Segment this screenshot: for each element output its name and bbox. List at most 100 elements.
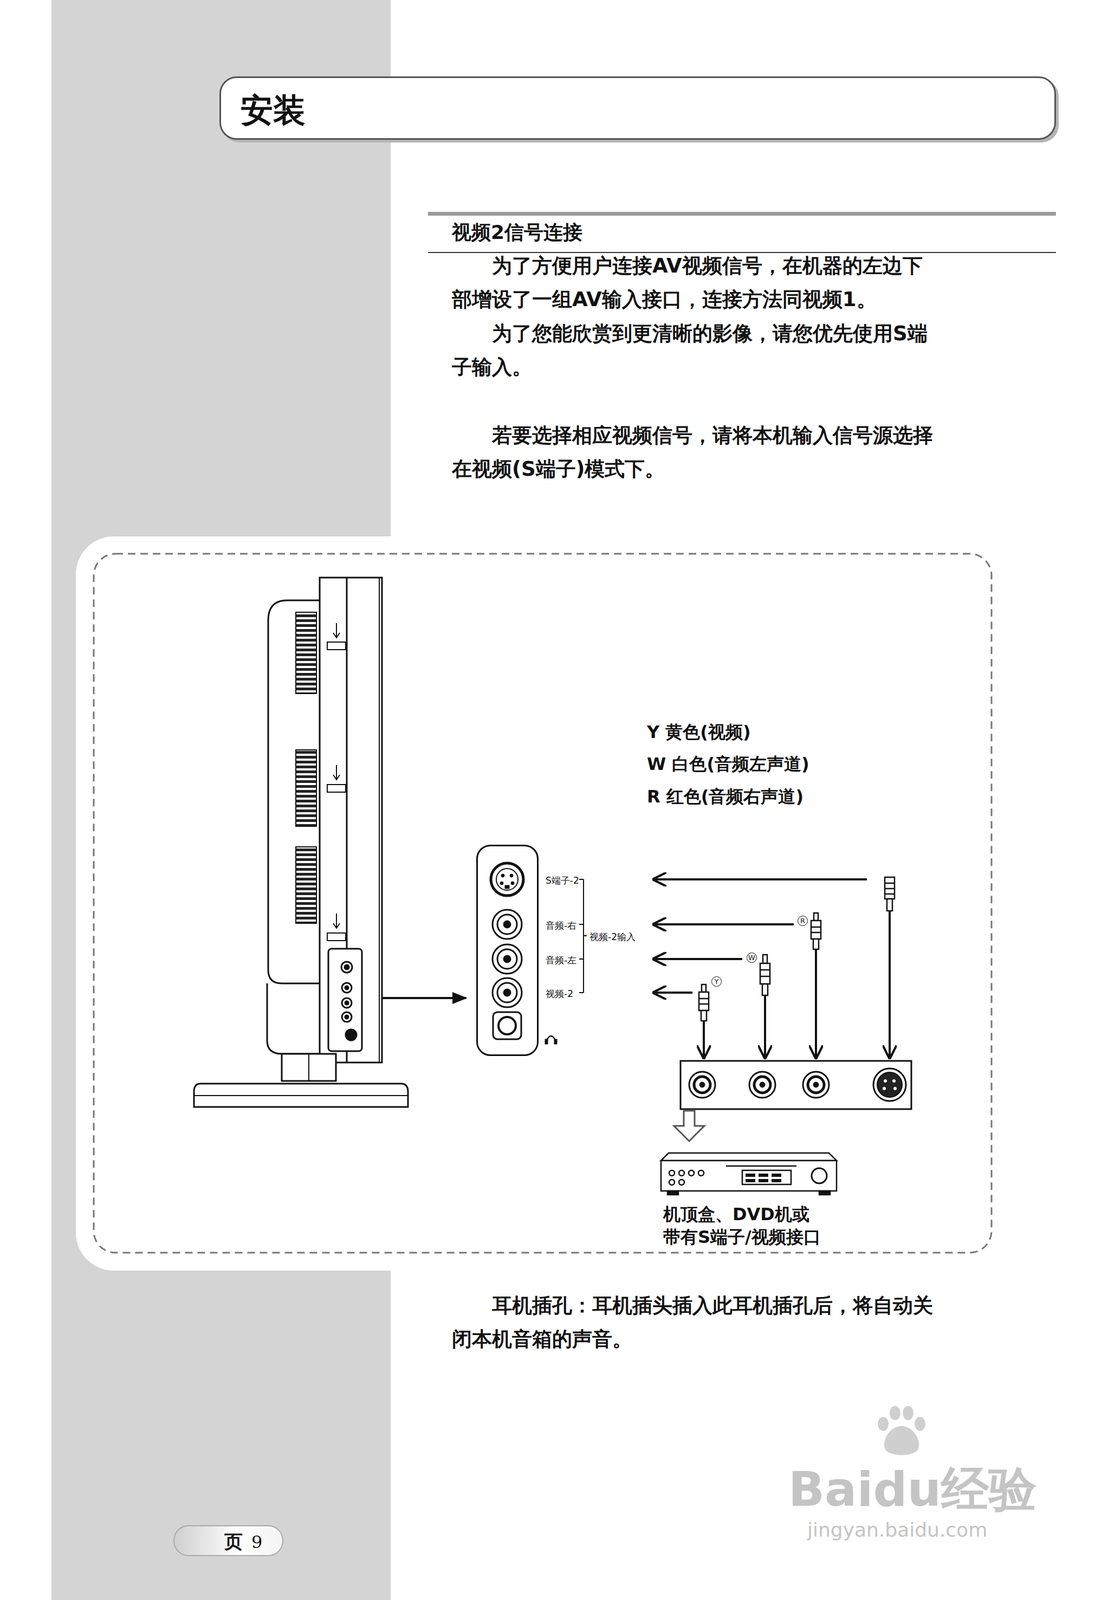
cable-plugs (813, 912, 819, 921)
input-jacks (503, 920, 511, 929)
cable-plugs (698, 1003, 709, 1006)
input-jacks (545, 1039, 548, 1045)
tv-side-view (378, 577, 380, 1063)
cable-plugs (762, 954, 768, 964)
cable-plugs (698, 992, 709, 1011)
dvd-player (819, 1190, 831, 1195)
tv-side-view (319, 577, 382, 1063)
tv-side-view (333, 913, 340, 929)
input-jacks (490, 863, 524, 896)
tv-side-view (193, 577, 408, 1107)
input-jacks (497, 914, 517, 935)
cable-plugs (698, 877, 895, 1021)
tv-side-view (333, 623, 340, 638)
cable-plugs (886, 898, 893, 911)
dvd-player (661, 1152, 837, 1195)
input-jacks (490, 863, 557, 1045)
dvd-player (661, 1160, 837, 1191)
dvd-player (667, 1190, 679, 1195)
dvd-player (745, 1178, 756, 1183)
dvd-player (669, 1170, 675, 1176)
watermark-url: jingyan.baidu.com (807, 1517, 988, 1543)
input-jacks (510, 881, 515, 885)
cable-arrows (653, 957, 743, 961)
cable-plugs (760, 963, 770, 984)
output-jacks (877, 1072, 903, 1098)
input-bracket (579, 923, 584, 925)
output-jacks (802, 1071, 829, 1098)
cable-plugs (760, 975, 770, 978)
heading-rules (428, 211, 1056, 216)
input-jacks (509, 873, 514, 878)
tv-side-view (193, 1083, 408, 1107)
tv-side-view (281, 1053, 336, 1081)
zoom-arrow (382, 996, 466, 1000)
tv-side-view (345, 1029, 357, 1041)
dvd-player (688, 1170, 695, 1176)
device-caption: 机顶盒、DVD机或带有S端子/视频接口 (663, 1202, 826, 1249)
tv-side-view (327, 784, 346, 793)
output-jacks (883, 1079, 887, 1083)
cable-plugs (701, 984, 706, 993)
output-jacks (892, 1079, 896, 1083)
heading-rules (428, 211, 1056, 253)
output-jacks (754, 1076, 771, 1093)
cable-arrows (653, 991, 693, 994)
dvd-player (742, 1170, 792, 1185)
jack-label: S端子-2 (545, 874, 580, 887)
page-tab: 页9 (173, 1525, 284, 1557)
input-jacks (492, 909, 522, 939)
tv-side-view (341, 982, 352, 993)
paragraph: 为了您能欣赏到更清晰的影像，请您优先使用S端子输入。 (451, 316, 940, 385)
tv-side-view (295, 749, 317, 827)
watermark: Baidu经验 (788, 1458, 1037, 1521)
input-bracket (579, 992, 584, 994)
page-number: 9 (251, 1530, 263, 1554)
watermark-logo (889, 1405, 901, 1421)
tv-side-view (333, 765, 340, 780)
input-jacks (493, 1012, 522, 1040)
watermark-logo (877, 1405, 926, 1456)
cable-plugs (811, 926, 821, 929)
page-word: 页 (224, 1529, 243, 1554)
output-jacks (813, 1081, 819, 1088)
color-key: W 白色(音频左声道) (646, 752, 810, 776)
tv-side-view (344, 964, 349, 970)
paragraph: 若要选择相应视频信号，请将本机输入信号源选择在视频(S端子)模式下。 (451, 418, 940, 487)
input-bracket (579, 958, 584, 960)
tv-side-view (345, 1015, 349, 1019)
dvd-player (758, 1178, 769, 1183)
section-heading: 视频2信号连接 (451, 219, 583, 245)
jack-label: 音频-左 (545, 954, 577, 967)
tv-side-view (341, 1012, 352, 1022)
dvd-player (771, 1173, 782, 1177)
cable-arrows (702, 1021, 705, 1058)
tv-side-view (295, 612, 317, 694)
output-jacks (893, 1086, 897, 1091)
input-jacks (503, 955, 511, 963)
tv-side-view (267, 983, 320, 1054)
output-jacks (759, 1081, 766, 1088)
cable-plugs (811, 920, 821, 939)
cable-arrows (653, 878, 867, 881)
tv-side-view (341, 998, 352, 1008)
av-input-panel: S端子-2音频-右音频-左视频-2视频-2输入 (476, 844, 539, 1056)
output-jacks (749, 1071, 776, 1098)
jack-label: 视频-2 (545, 987, 574, 1000)
dvd-player (698, 1170, 704, 1176)
input-jacks (492, 977, 522, 1008)
input-jacks (498, 1016, 516, 1035)
cable-arrows (814, 949, 818, 1058)
cable-plugs (884, 893, 895, 896)
input-jacks (504, 885, 510, 889)
plug-tag: Y (711, 976, 722, 987)
output-jacks (694, 1076, 711, 1093)
cable-plugs (884, 877, 895, 899)
page-ground (51, 0, 1025, 1600)
cable-plugs (760, 969, 770, 971)
dvd-player (678, 1179, 685, 1185)
tv-side-view (345, 986, 349, 990)
input-jacks (497, 949, 517, 969)
group-label: 视频-2输入 (589, 930, 636, 943)
cable-plugs (813, 938, 819, 950)
